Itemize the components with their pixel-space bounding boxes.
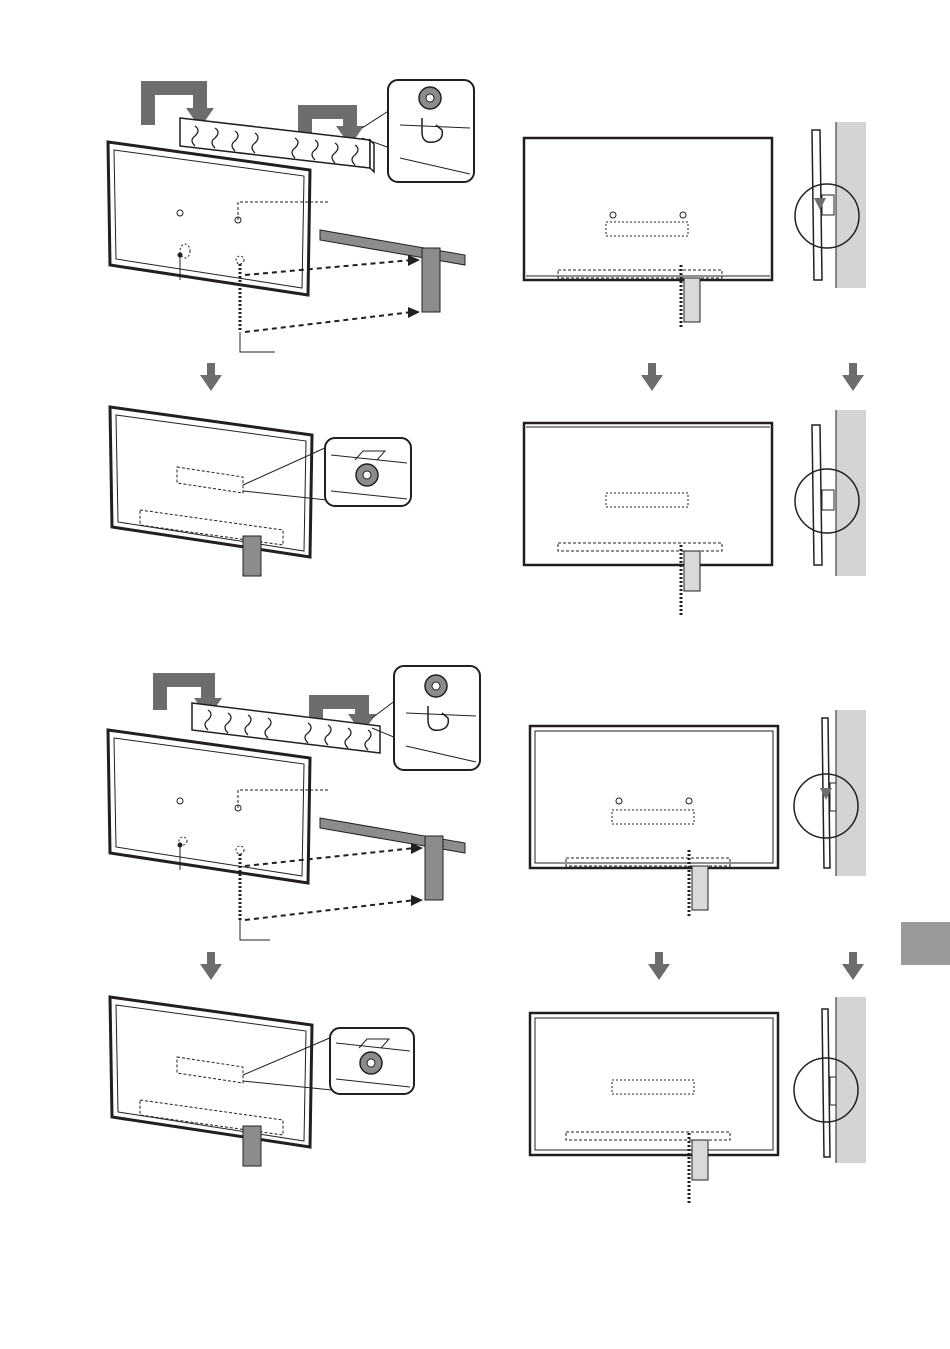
down-arrow-icon <box>648 952 670 985</box>
illustration-front-view-lowering-1 <box>522 120 867 335</box>
illustration-hang-tv-on-bracket-2 <box>100 658 490 948</box>
side-view-wall <box>794 710 866 876</box>
tv-rear-panel <box>110 407 312 576</box>
down-arrow-icon <box>200 363 222 396</box>
illustration-front-view-seated-2 <box>528 995 868 1210</box>
illustration-tv-hung-2 <box>105 995 425 1170</box>
illustration-front-view-lowering-2 <box>528 708 868 923</box>
illustration-tv-hung-1 <box>105 405 425 580</box>
tv-rear-panel <box>108 142 310 295</box>
stand-strip <box>320 818 465 900</box>
down-arrow-icon <box>842 952 864 985</box>
tv-front-outline <box>530 1013 778 1205</box>
hook-detail-inset <box>372 666 480 770</box>
section-thumb-tab <box>901 922 950 965</box>
tv-front-outline <box>530 726 778 916</box>
tv-rear-panel <box>108 730 310 883</box>
hook-detail-inset <box>330 1028 414 1094</box>
side-view-wall <box>794 997 866 1163</box>
down-arrow-icon <box>641 363 663 396</box>
side-view-wall <box>795 122 866 288</box>
down-arrow-icon <box>842 363 864 396</box>
stand-strip <box>320 230 465 312</box>
illustration-front-view-seated-1 <box>522 405 867 620</box>
side-view-wall <box>795 410 866 576</box>
tv-rear-panel <box>110 997 312 1166</box>
hook-detail-inset <box>325 438 411 506</box>
hook-detail-inset <box>362 80 474 182</box>
tv-front-outline <box>524 423 772 617</box>
illustration-hang-tv-on-bracket-1 <box>100 70 490 360</box>
tv-front-outline <box>524 138 772 328</box>
down-arrow-icon <box>200 952 222 985</box>
